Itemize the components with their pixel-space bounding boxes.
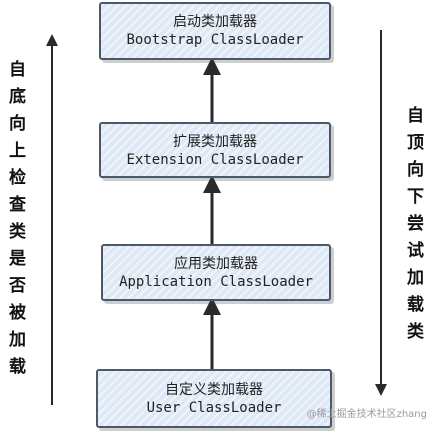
node-subtitle: Bootstrap ClassLoader [126,32,304,48]
node-subtitle: User ClassLoader [146,400,282,416]
user-classloader-box: 自定义类加载器 User ClassLoader [96,369,332,428]
extension-classloader-box: 扩展类加载器 Extension ClassLoader [99,122,331,178]
application-classloader-box: 应用类加载器 Application ClassLoader [101,244,331,301]
node-subtitle: Application ClassLoader [119,274,313,290]
node-subtitle: Extension ClassLoader [126,152,304,168]
node-title: 扩展类加载器 [173,134,257,150]
node-title: 应用类加载器 [174,256,258,272]
right-vertical-label: 自顶向下尝试加载类 [403,106,423,349]
bootstrap-classloader-box: 启动类加载器 Bootstrap ClassLoader [99,2,331,60]
watermark: @稀土掘金技术社区zhang [306,409,427,420]
node-title: 启动类加载器 [173,14,257,30]
left-vertical-label: 自底向上检查类是否被加载 [5,60,25,384]
node-title: 自定义类加载器 [165,382,263,398]
